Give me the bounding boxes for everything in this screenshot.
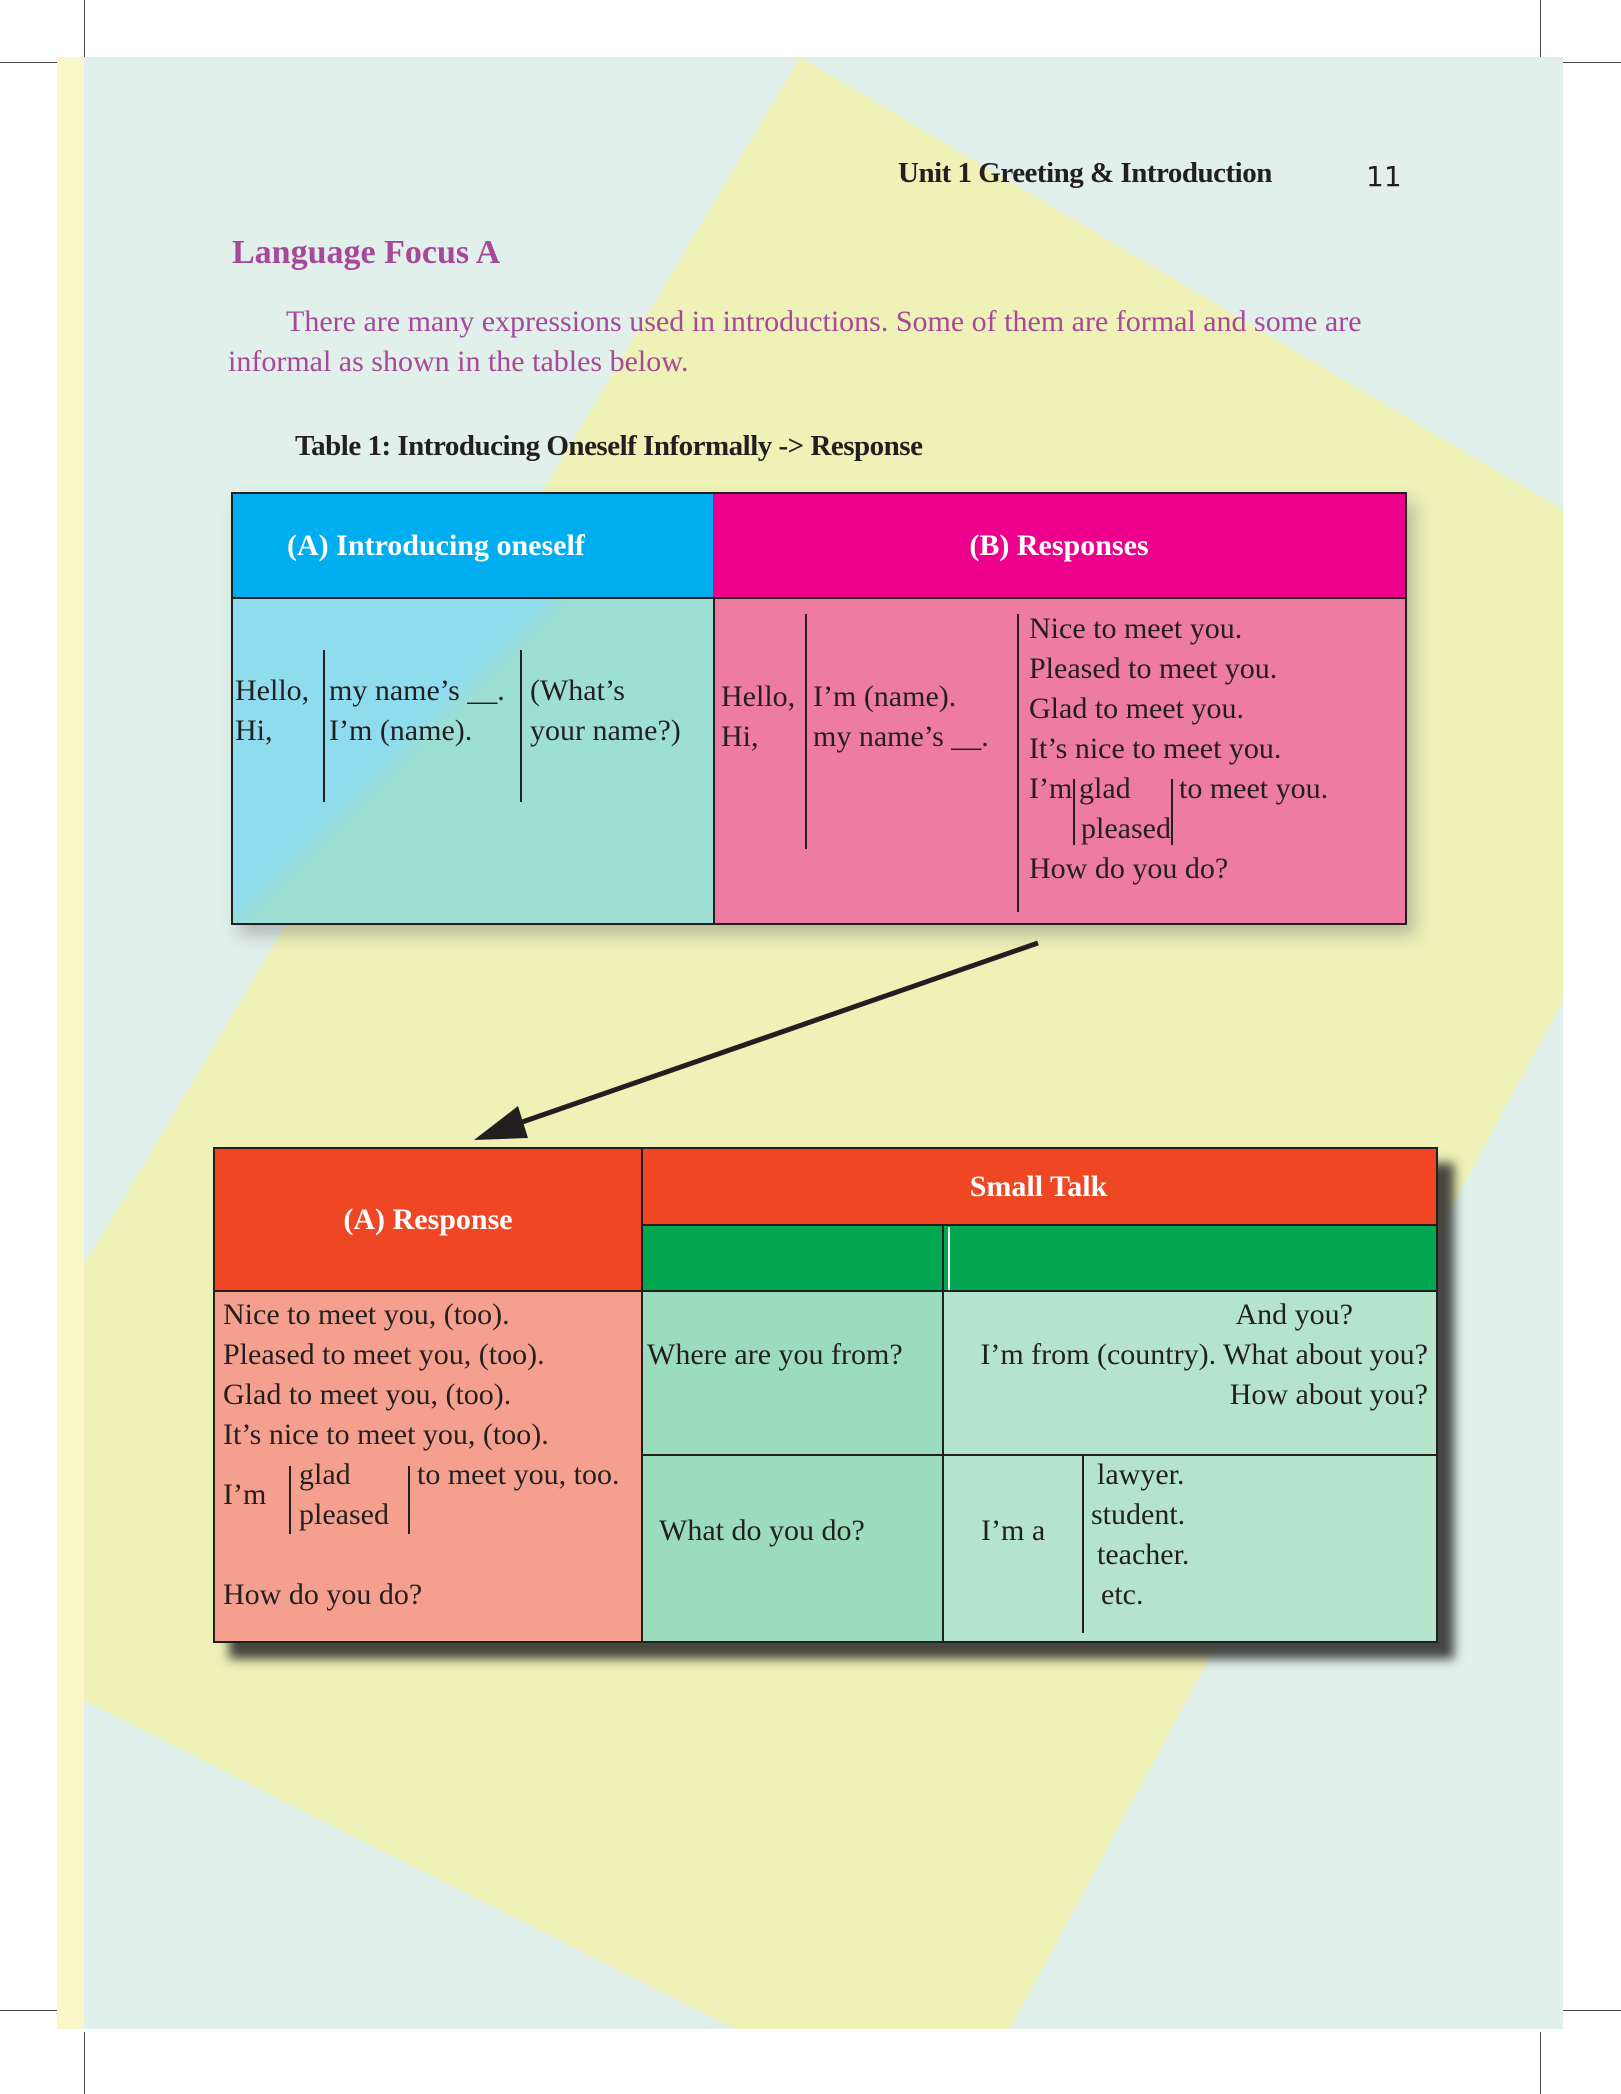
table2-q1-cell: Where are you from? — [641, 1291, 943, 1455]
table2-q2-cell: What do you do? — [641, 1455, 943, 1641]
table2-r2-cell: I’m a lawyer. student. teacher. etc. — [943, 1455, 1436, 1641]
table1-b-option: pleased — [1081, 812, 1171, 845]
table1-b-greetings: Hello, Hi, — [721, 677, 795, 757]
table1-a-greetings: Hello, Hi, — [235, 671, 309, 751]
crop-mark — [0, 2010, 62, 2011]
crop-mark — [1562, 62, 1621, 63]
table2-r2-option: lawyer. — [1097, 1458, 1185, 1491]
table1-a-name: I’m (name). — [329, 714, 473, 747]
table1-col-b-header-label: (B) Responses — [969, 528, 1149, 562]
page-number: 11 — [1366, 160, 1402, 193]
table2-a-line: Pleased to meet you, (too). — [223, 1338, 545, 1371]
table2-r1-line: How about you? — [1229, 1378, 1428, 1411]
table1-b-option: glad — [1079, 772, 1131, 805]
table2-a-options: glad pleased — [299, 1455, 389, 1535]
crop-mark — [84, 0, 85, 62]
table1-a-greeting: Hi, — [235, 714, 273, 747]
table2-col-a-header: (A) Response — [215, 1149, 641, 1291]
table2-a-option: pleased — [299, 1498, 389, 1531]
table1-b-im: I’m — [1029, 772, 1073, 805]
table2-r1-lines: And you? I’m from (country). What about … — [980, 1295, 1428, 1415]
table1-b-divider — [1017, 614, 1019, 912]
table2-a-last: How do you do? — [223, 1578, 423, 1611]
table2-a-line: It’s nice to meet you, (too). — [223, 1418, 549, 1451]
table1-a-names: my name’s __. I’m (name). — [329, 671, 505, 751]
table1-b-bracket — [1171, 779, 1173, 845]
table2-col-a-header-label: (A) Response — [343, 1203, 513, 1236]
table1-a-divider — [520, 650, 522, 802]
table1-b-greeting: Hi, — [721, 720, 759, 753]
table1-b-response: Pleased to meet you. — [1029, 652, 1278, 685]
table2-grid-line — [215, 1290, 1436, 1292]
table1-b-response: Glad to meet you. — [1029, 692, 1244, 725]
intro-paragraph: There are many expressions used in intro… — [228, 305, 1362, 378]
table1-b-last: How do you do? — [1029, 852, 1229, 885]
table1-b-divider — [805, 614, 807, 849]
table1-col-b-header: (B) Responses — [713, 494, 1405, 599]
crop-mark — [1540, 0, 1541, 62]
table2-grid-line — [641, 1224, 1436, 1226]
crop-mark — [0, 62, 62, 63]
table2-grid-line — [641, 1454, 1436, 1456]
table2-a-tail: to meet you, too. — [417, 1458, 620, 1491]
table1-b-greeting: Hello, — [721, 680, 796, 713]
crop-mark — [1540, 2032, 1541, 2094]
table1-col-a-header-label: (A) Introducing oneself — [287, 528, 585, 562]
table2-r2-option: teacher. — [1097, 1538, 1190, 1571]
table1-a-greeting: Hello, — [235, 674, 310, 707]
table2-r2-divider — [1082, 1455, 1084, 1633]
table2-q1: Where are you from? — [647, 1338, 903, 1371]
table2-small-talk-header: Small Talk — [641, 1149, 1436, 1225]
table1-col-a-header: (A) Introducing oneself — [233, 494, 713, 599]
table2-r2-options: lawyer. student. teacher. etc. — [1091, 1455, 1189, 1615]
table1-col-a-body: Hello, Hi, my name’s __. I’m (name). (Wh… — [233, 599, 713, 923]
table1-b-bracket — [1073, 779, 1075, 845]
table1-col-b-body: Hello, Hi, I’m (name). my name’s __. Nic… — [713, 599, 1405, 923]
table1-b-name: my name’s __. — [813, 720, 989, 753]
table2-a-bracket — [408, 1466, 410, 1534]
table2-r1-cell: And you? I’m from (country). What about … — [943, 1291, 1436, 1455]
arrow-head — [474, 1106, 528, 1140]
table1-b-response: Nice to meet you. — [1029, 612, 1243, 645]
table2-a-option: glad — [299, 1458, 351, 1491]
table1-b-options: glad pleased — [1079, 769, 1171, 849]
table2-a-line: Glad to meet you, (too). — [223, 1378, 512, 1411]
table2-small-talk-label: Small Talk — [969, 1170, 1108, 1203]
table1-b-name: I’m (name). — [813, 680, 957, 713]
table2-a-line: Nice to meet you, (too). — [223, 1298, 510, 1331]
table1-a-question-line: your name?) — [530, 714, 681, 747]
table2-grid-line — [641, 1149, 643, 1641]
table2-a-lines: Nice to meet you, (too). Pleased to meet… — [223, 1295, 549, 1455]
section-heading: Language Focus A — [232, 234, 501, 271]
table2-r2-option: etc. — [1101, 1578, 1144, 1611]
table1-b-responses: Nice to meet you. Pleased to meet you. G… — [1029, 609, 1281, 769]
table2: (A) Response Small Talk Nice to meet you… — [213, 1147, 1438, 1643]
table2-a-im: I’m — [223, 1478, 267, 1511]
running-head: Unit 1 Greeting & Introduction — [898, 157, 1272, 189]
table2-q2: What do you do? — [659, 1514, 865, 1547]
table1: (A) Introducing oneself (B) Responses He… — [231, 492, 1407, 925]
table2-subheader-band — [641, 1225, 1436, 1291]
table1-b-names: I’m (name). my name’s __. — [813, 677, 989, 757]
table2-a-bracket — [289, 1466, 291, 1534]
table1-a-question-line: (What’s — [530, 674, 625, 707]
crop-mark — [1562, 2010, 1621, 2011]
page-edge-strip — [57, 57, 84, 2029]
table1-a-divider — [323, 650, 325, 802]
arrow-line — [504, 940, 1039, 1131]
table2-grid-line — [942, 1225, 944, 1641]
table2-subheader-divider — [948, 1227, 950, 1291]
table1-b-tail: to meet you. — [1179, 772, 1329, 805]
table1-caption: Table 1: Introducing Oneself Informally … — [295, 430, 923, 462]
table2-col-a-body: Nice to meet you, (too). Pleased to meet… — [215, 1291, 641, 1641]
crop-mark — [84, 2032, 85, 2094]
table2-r2-prefix: I’m a — [981, 1514, 1046, 1547]
table2-r1-line: I’m from (country). What about you? — [980, 1338, 1428, 1371]
table1-a-question: (What’s your name?) — [530, 671, 681, 751]
table2-r2-option: student. — [1091, 1498, 1186, 1531]
table1-a-name: my name’s __. — [329, 674, 505, 707]
table1-b-response: It’s nice to meet you. — [1029, 732, 1282, 765]
table2-r1-line: And you? — [1235, 1298, 1353, 1331]
